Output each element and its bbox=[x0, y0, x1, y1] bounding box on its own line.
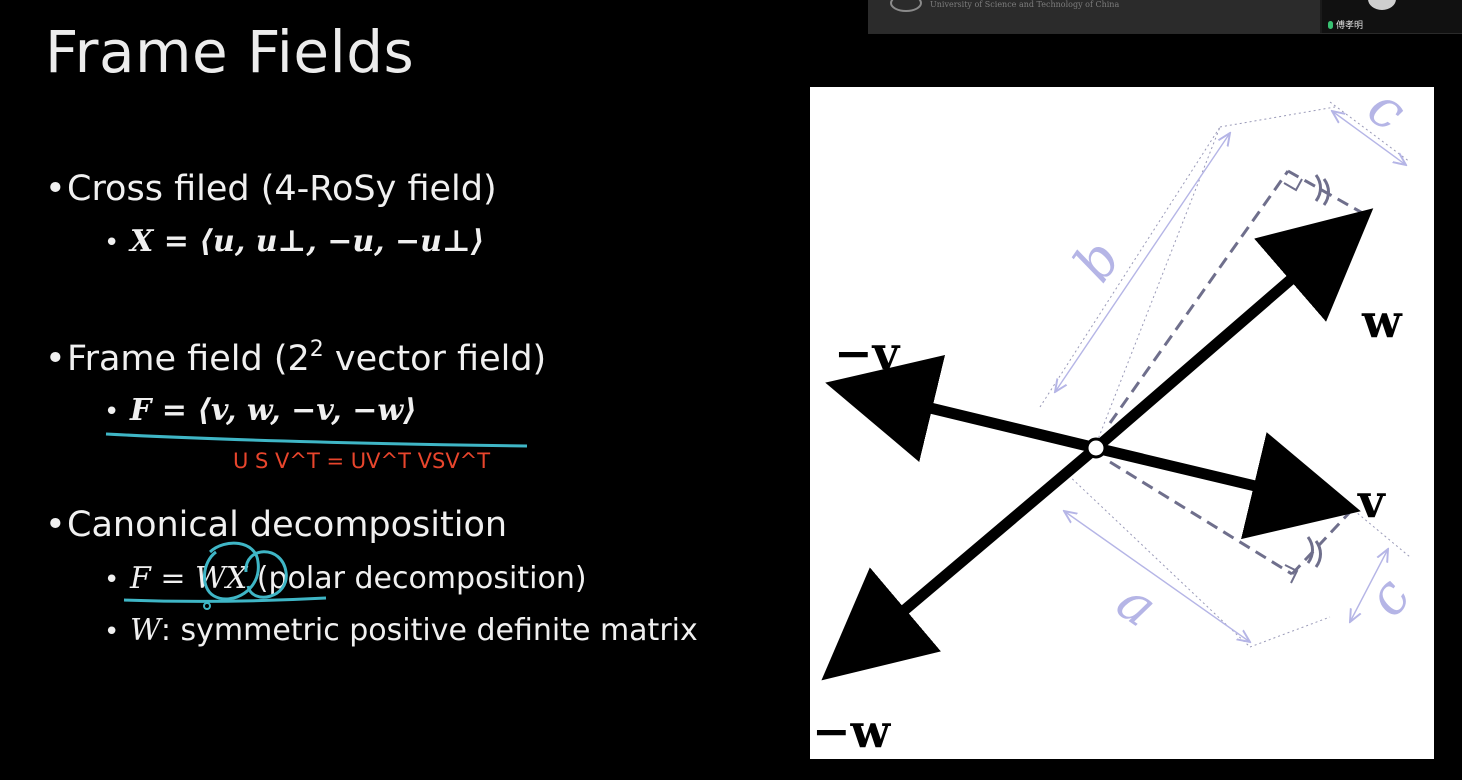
handwritten-annotation-svd: U S V^T = UV^T VSV^T bbox=[233, 449, 491, 473]
sub-bullet-dot: • bbox=[104, 617, 120, 647]
label-a: a bbox=[1106, 569, 1169, 639]
vector-minus-v bbox=[825, 355, 1098, 462]
label-w: w bbox=[1361, 294, 1403, 348]
sub-bullet-frame-formula: • F = ⟨v, w, −v, −w⟩ bbox=[104, 393, 417, 428]
sub-bullet-cross-formula: • X = ⟨u, u⊥, −u, −u⊥⟩ bbox=[104, 224, 485, 259]
sub-bullet-dot: • bbox=[104, 228, 120, 258]
sub-bullet-dot: • bbox=[104, 397, 120, 427]
polar-formula: F = WX bbox=[130, 561, 248, 596]
vector-v bbox=[1094, 432, 1361, 540]
frame-field-figure: w −w v −v a b c c bbox=[810, 87, 1434, 759]
tick-marks bbox=[1306, 174, 1330, 568]
slide-title: Frame Fields bbox=[45, 18, 415, 86]
meeting-bar: University of Science and Technology of … bbox=[868, 0, 1462, 34]
vector-minus-w bbox=[821, 443, 1100, 681]
bullet-cross-field: •Cross filed (4-RoSy field) bbox=[45, 169, 497, 209]
ink-underline-frame-formula bbox=[105, 432, 528, 448]
canonical-label: Canonical decomposition bbox=[67, 505, 508, 545]
vector-w bbox=[1092, 208, 1374, 453]
ink-dot bbox=[203, 602, 211, 610]
right-angle-marks bbox=[1283, 178, 1303, 584]
projection-lines bbox=[1108, 169, 1367, 576]
origin-point bbox=[1085, 437, 1107, 459]
label-c-bottom: c bbox=[1354, 566, 1423, 627]
bullet-dot: • bbox=[45, 505, 66, 545]
ink-underline-polar-formula bbox=[123, 596, 327, 603]
participant-video-tile[interactable]: 傅孝明 bbox=[1322, 0, 1462, 33]
bullet-dot: • bbox=[45, 169, 66, 209]
sub-bullet-w-definition: • W: symmetric positive definite matrix bbox=[104, 613, 698, 648]
frame-field-label-prefix: Frame field (2 bbox=[67, 339, 310, 379]
participant-avatar bbox=[1368, 0, 1396, 10]
frame-vectors bbox=[821, 208, 1374, 681]
label-minus-v: −v bbox=[834, 326, 901, 380]
ink-circle-w bbox=[203, 541, 260, 601]
label-v: v bbox=[1357, 474, 1386, 528]
frame-field-label-suffix: vector field) bbox=[323, 339, 547, 379]
w-symbol: W bbox=[130, 613, 161, 648]
shared-screen-thumbnail[interactable]: University of Science and Technology of … bbox=[868, 0, 1320, 33]
bullet-frame-field: •Frame field (22 vector field) bbox=[45, 337, 546, 379]
sub-bullet-polar: • F = WX (polar decomposition) bbox=[104, 561, 587, 596]
bullet-dot: • bbox=[45, 339, 66, 379]
frame-field-formula: F = ⟨v, w, −v, −w⟩ bbox=[130, 393, 417, 428]
cross-field-formula: X = ⟨u, u⊥, −u, −u⊥⟩ bbox=[130, 224, 485, 259]
institution-text: University of Science and Technology of … bbox=[930, 0, 1120, 9]
w-description: : symmetric positive definite matrix bbox=[160, 613, 698, 648]
label-b: b bbox=[1061, 228, 1132, 292]
label-minus-w: −w bbox=[812, 704, 892, 758]
university-logo-icon bbox=[890, 0, 922, 12]
participant-name: 傅孝明 bbox=[1336, 21, 1364, 31]
mic-icon bbox=[1328, 21, 1333, 29]
bullet-cross-field-label: Cross filed (4-RoSy field) bbox=[67, 169, 497, 209]
frame-field-label-sup: 2 bbox=[309, 337, 324, 362]
bullet-canonical-decomposition: •Canonical decomposition bbox=[45, 505, 507, 545]
participant-name-label: 傅孝明 bbox=[1328, 18, 1363, 31]
figure-diagram: w −w v −v a b c c bbox=[812, 87, 1423, 758]
sub-bullet-dot: • bbox=[104, 565, 120, 595]
ink-circle-x bbox=[244, 550, 288, 599]
dimension-arrows bbox=[1055, 111, 1406, 642]
polar-note: (polar decomposition) bbox=[247, 561, 587, 596]
dotted-guides bbox=[1039, 101, 1411, 648]
